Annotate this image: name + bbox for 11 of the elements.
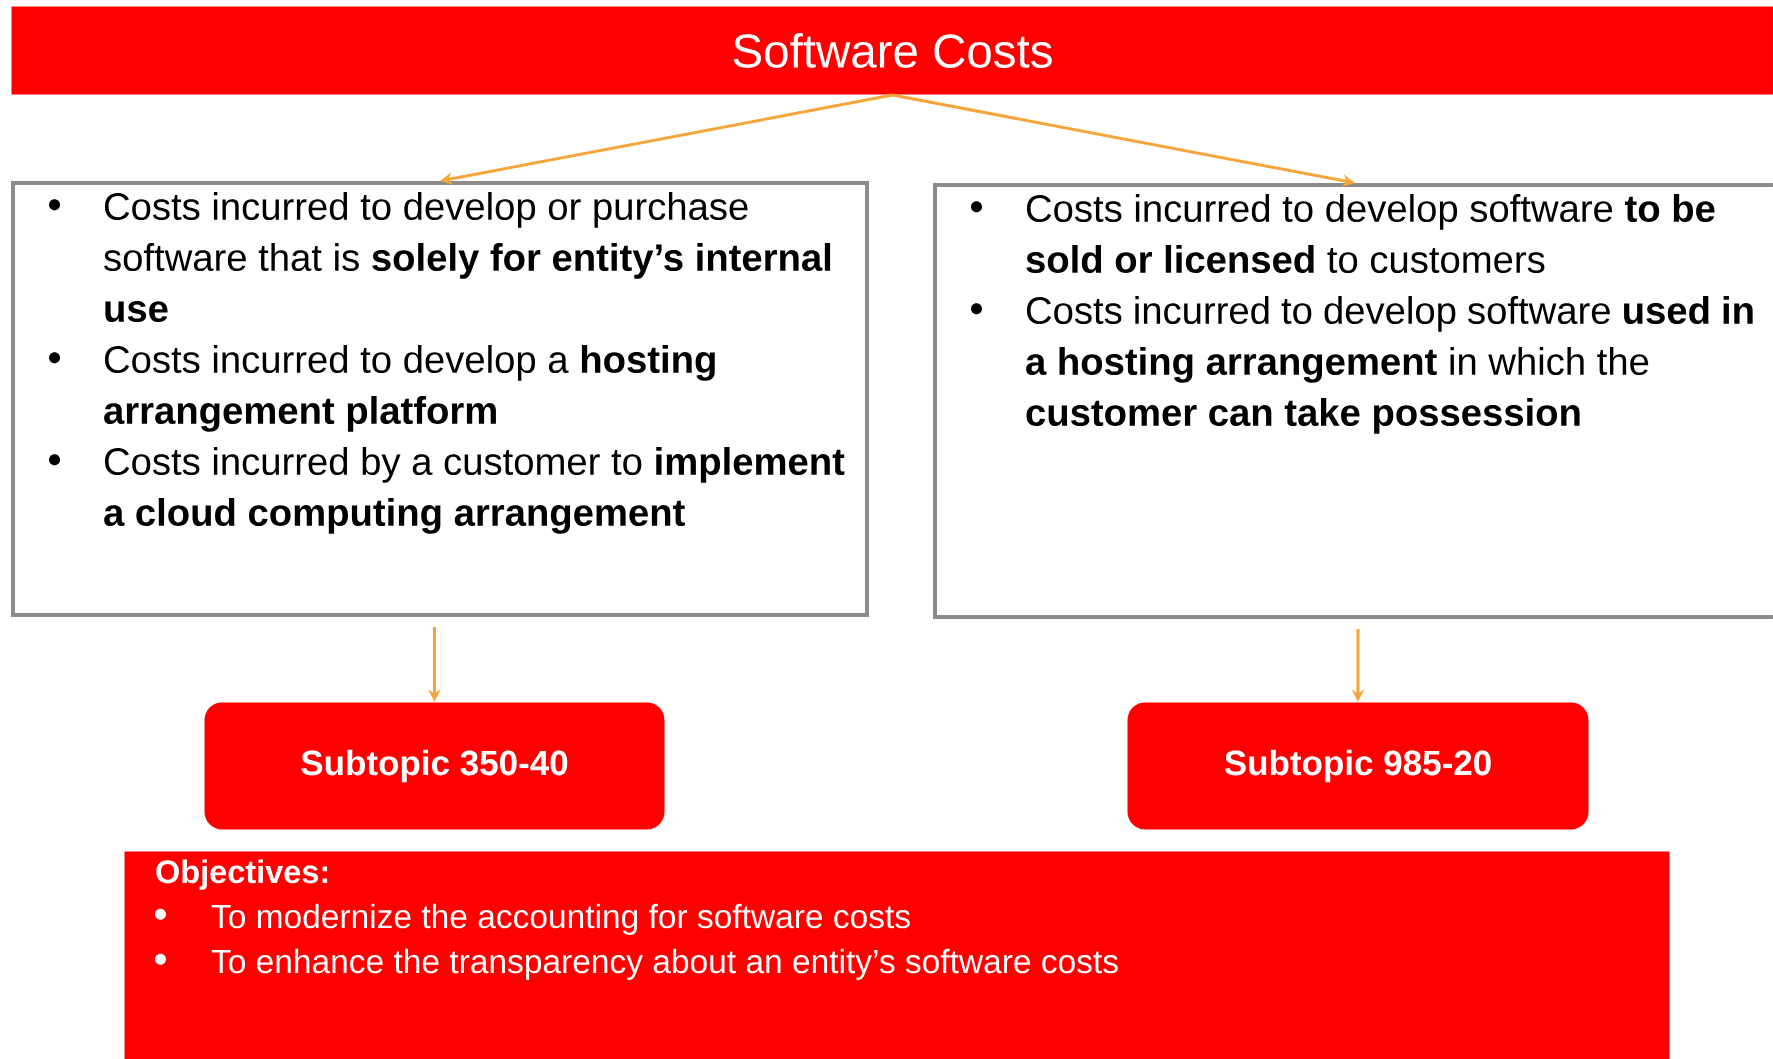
bullet-text: Costs incurred to develop software used in a hosting arrangement in which the customer can take possession bbox=[1026, 296, 1753, 434]
bullet-text: To enhance the transparency about an entity’s software costs bbox=[211, 948, 1118, 980]
objectives-panel bbox=[124, 851, 1670, 1059]
heading-text: Objectives: bbox=[156, 859, 328, 890]
subtopic-box: Subtopic 350-40 bbox=[204, 702, 665, 830]
text-box bbox=[11, 181, 869, 617]
title-banner: Software Costs bbox=[11, 6, 1773, 95]
subtopic-box: Subtopic 985-20 bbox=[1127, 702, 1589, 830]
bullet-text: Costs incurred by a customer to implement a cloud computing arrangement bbox=[104, 447, 845, 534]
text-box bbox=[933, 183, 1773, 619]
bullet-text: To modernize the accounting for software costs bbox=[211, 903, 910, 935]
